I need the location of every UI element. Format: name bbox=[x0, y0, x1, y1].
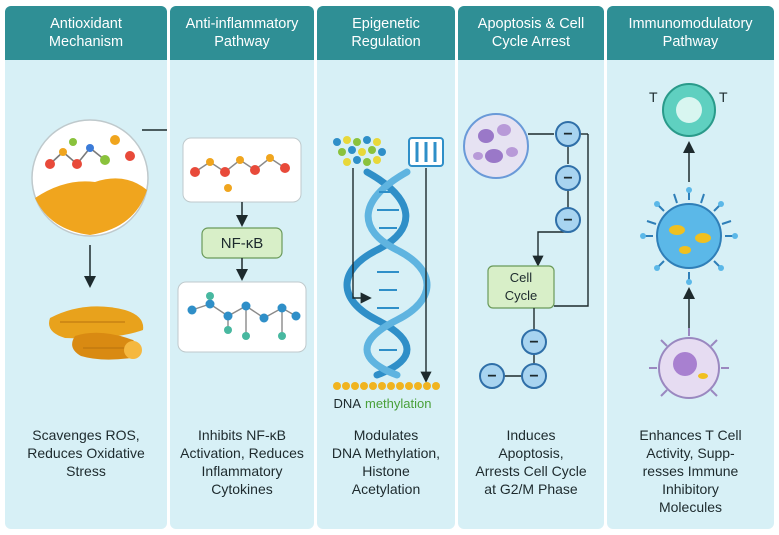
immune-cell-icon bbox=[649, 328, 729, 399]
methyl-beads-icon bbox=[333, 382, 440, 390]
turmeric-root-icon bbox=[49, 306, 144, 360]
turmeric-powder-icon bbox=[35, 178, 147, 235]
panel-epigenetic: Epigenetic Regulation bbox=[317, 6, 455, 529]
panel-title: Anti-inflammatory Pathway bbox=[170, 6, 314, 60]
svg-text:−: − bbox=[529, 368, 538, 385]
svg-text:−: − bbox=[529, 334, 538, 351]
panel-antioxidant: Antioxidant Mechanism bbox=[5, 6, 167, 529]
molecule-cluster-icon bbox=[333, 136, 386, 166]
inhibitor-node-icon: − − − bbox=[555, 121, 581, 233]
dna-helix-icon bbox=[343, 168, 431, 379]
histone-icon bbox=[408, 137, 444, 167]
methylation-label: methylation bbox=[365, 396, 431, 411]
svg-text:−: − bbox=[563, 212, 572, 229]
apoptosis-illustration: − − − Cell Cycle − − − bbox=[463, 113, 589, 389]
cytokine-molecule-box bbox=[177, 281, 307, 353]
inhibitor-node-icon: − − − bbox=[479, 329, 547, 389]
anti-inflammatory-illustration: NF-κB bbox=[177, 137, 307, 353]
antioxidant-illustration bbox=[31, 119, 167, 360]
panel-title: Epigenetic Regulation bbox=[317, 6, 455, 60]
panel-description: Modulates DNA Methylation, Histone Acety… bbox=[331, 427, 441, 497]
apoptotic-cell-icon bbox=[463, 113, 529, 179]
panel-description: Induces Apoptosis, Arrests Cell Cycle at… bbox=[475, 427, 587, 497]
panel-title: Apoptosis & Cell Cycle Arrest bbox=[458, 6, 604, 60]
svg-text:−: − bbox=[563, 126, 572, 143]
panel-description: Scavenges ROS, Reduces Oxidative Stress bbox=[27, 427, 145, 479]
immunomodulatory-illustration: T T bbox=[640, 83, 738, 399]
t-label-left: T bbox=[649, 89, 658, 105]
panel-apoptosis: Apoptosis & Cell Cycle Arrest bbox=[458, 6, 604, 529]
cell-cycle-label-line-2: Cycle bbox=[505, 288, 538, 303]
panel-title: Immunomodulatory Pathway bbox=[607, 6, 774, 60]
dendritic-cell-icon bbox=[640, 187, 738, 285]
nfkb-label: NF-κB bbox=[221, 235, 264, 252]
panel-anti-inflammatory: Anti-inflammatory Pathway NF-κB bbox=[170, 6, 314, 529]
t-cell-icon bbox=[662, 83, 716, 137]
panel-description: Enhances T Cell Activity, Supp- resses I… bbox=[639, 427, 742, 515]
epigenetic-illustration: DNA methylation bbox=[333, 136, 444, 411]
cell-cycle-label-line-1: Cell bbox=[510, 270, 533, 285]
svg-text:−: − bbox=[563, 170, 572, 187]
panel-title: Antioxidant Mechanism bbox=[5, 6, 167, 60]
panel-immunomodulatory: Immunomodulatory Pathway T T bbox=[607, 6, 774, 529]
dna-label: DNA bbox=[334, 396, 362, 411]
panel-description: Inhibits NF-κB Activation, Reduces Infla… bbox=[180, 427, 304, 497]
t-label-right: T bbox=[719, 89, 728, 105]
svg-text:−: − bbox=[487, 368, 496, 385]
cell-cycle-box bbox=[487, 265, 555, 309]
